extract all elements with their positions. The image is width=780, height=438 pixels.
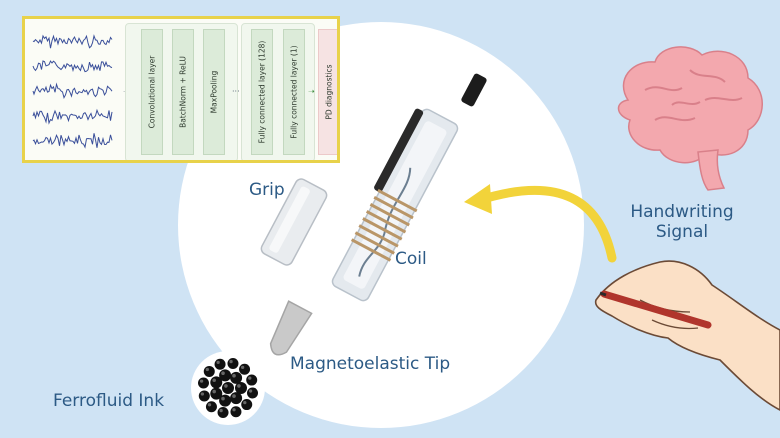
ferrofluid-bead — [227, 357, 239, 369]
ferrofluid-ink — [191, 351, 265, 425]
ferrofluid-highlight — [219, 408, 223, 413]
ferrofluid-bead — [197, 377, 209, 389]
ferrofluid-highlight — [216, 360, 220, 365]
magnetoelastic-tip — [269, 300, 313, 356]
signal-trace — [32, 60, 113, 73]
grip-label: Grip — [249, 180, 285, 200]
ferrofluid-bead — [203, 365, 215, 377]
ferrofluid-highlight — [221, 371, 225, 376]
ferrofluid-highlight — [224, 384, 228, 388]
ferrofluid-highlight — [199, 379, 204, 383]
signal-trace — [32, 108, 113, 125]
ferrofluid-ink-label: Ferrofluid Ink — [53, 391, 165, 411]
ferrofluid-bead — [230, 392, 243, 405]
ferrofluid-highlight — [232, 408, 236, 412]
magnetoelastic-tip-label: Magnetoelastic Tip — [290, 354, 451, 374]
pd-diagnostics-block: PD diagnostics — [318, 29, 337, 155]
ferrofluid-bead — [198, 390, 210, 402]
ferrofluid-highlight — [221, 396, 225, 401]
ferrofluid-highlight — [248, 389, 253, 393]
ferrofluid-bead — [219, 369, 232, 382]
signal-arrow — [475, 185, 617, 263]
ferrofluid-highlight — [240, 365, 245, 369]
pipeline-arrow-green: ➝ — [308, 87, 315, 96]
ferrofluid-highlight — [232, 373, 236, 378]
hand-with-pen — [594, 260, 780, 411]
ferrofluid-bead — [247, 387, 259, 399]
ferrofluid-highlight — [212, 378, 216, 383]
ferrofluid-highlight — [248, 376, 252, 380]
ferrofluid-highlight — [205, 367, 209, 372]
fc1-block: Fully connected layer (1) — [283, 29, 305, 155]
ferrofluid-highlight — [232, 394, 236, 398]
ferrofluid-highlight — [229, 359, 233, 364]
signal-trace — [32, 133, 113, 149]
ferrofluid-bead — [239, 363, 251, 375]
ferrofluid-bead — [222, 382, 234, 394]
ferrofluid-bead — [230, 371, 243, 384]
signal-trace — [32, 82, 113, 99]
signal-trace — [32, 34, 113, 49]
ferrofluid-highlight — [200, 392, 205, 396]
handwriting-signal-label: Handwriting Signal — [630, 202, 734, 242]
pen-end-cap — [461, 73, 487, 107]
ferrofluid-bead — [246, 374, 258, 386]
ferrofluid-bead — [205, 401, 217, 413]
fc128-block: Fully connected layer (128) — [251, 29, 273, 155]
ferrofluid-bead — [235, 382, 247, 394]
coil-windings — [350, 188, 418, 262]
ferrofluid-bead — [210, 387, 223, 400]
ferrofluid-highlight — [237, 384, 241, 388]
pipeline-ellipsis-2: ··· — [232, 87, 240, 96]
cnn-pipeline-panel: ➝ ··· Convolutional layer BatchNorm + Re… — [22, 16, 340, 163]
grip-sleeve — [260, 178, 328, 266]
ferrofluid-highlight — [207, 403, 212, 407]
brain-icon — [617, 46, 763, 191]
maxpool-block: MaxPooling — [203, 29, 225, 155]
ferrofluid-bead — [230, 406, 242, 418]
coil-label: Coil — [395, 249, 427, 269]
ferrofluid-bead — [241, 399, 253, 411]
signal-waveforms — [32, 34, 113, 149]
ferrofluid-highlight — [243, 400, 247, 405]
conv-layer-block: Convolutional layer — [141, 29, 163, 155]
ferrofluid-bead — [214, 358, 226, 370]
ferrofluid-highlight — [212, 389, 216, 394]
batchnorm-block: BatchNorm + ReLU — [172, 29, 194, 155]
pen-body — [331, 108, 459, 302]
signal-arrow-head — [464, 184, 492, 214]
ferrofluid-bead — [217, 407, 229, 419]
